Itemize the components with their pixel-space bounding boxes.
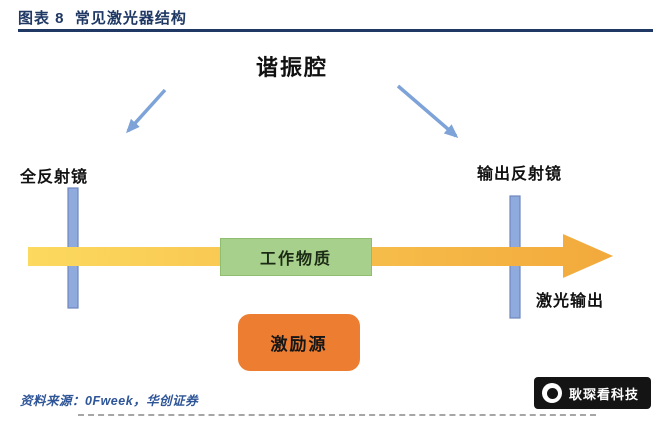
figure-title: 图表 8 常见激光器结构 [18, 10, 187, 27]
excitation-source-box: 激励源 [238, 314, 360, 371]
working-medium-box: 工作物质 [220, 238, 372, 276]
left-mirror-label: 全反射镜 [20, 169, 89, 186]
right-mirror-label: 输出反射镜 [477, 166, 563, 183]
brand-logo-icon [542, 383, 562, 403]
bottom-dashed-line [78, 414, 596, 416]
laser-output-label: 激光输出 [536, 293, 605, 310]
brand-badge: 耿琛看科技 [534, 377, 652, 409]
title-underline [18, 29, 653, 32]
source-note: 资料来源：0Fweek，华创证券 [20, 394, 199, 408]
brand-logo-dot [546, 387, 558, 399]
cavity-label: 谐振腔 [256, 55, 329, 80]
cavity-pointer-right-arrow [396, 84, 459, 138]
brand-name: 耿琛看科技 [569, 386, 640, 402]
cavity-pointer-left-arrow [125, 88, 167, 134]
